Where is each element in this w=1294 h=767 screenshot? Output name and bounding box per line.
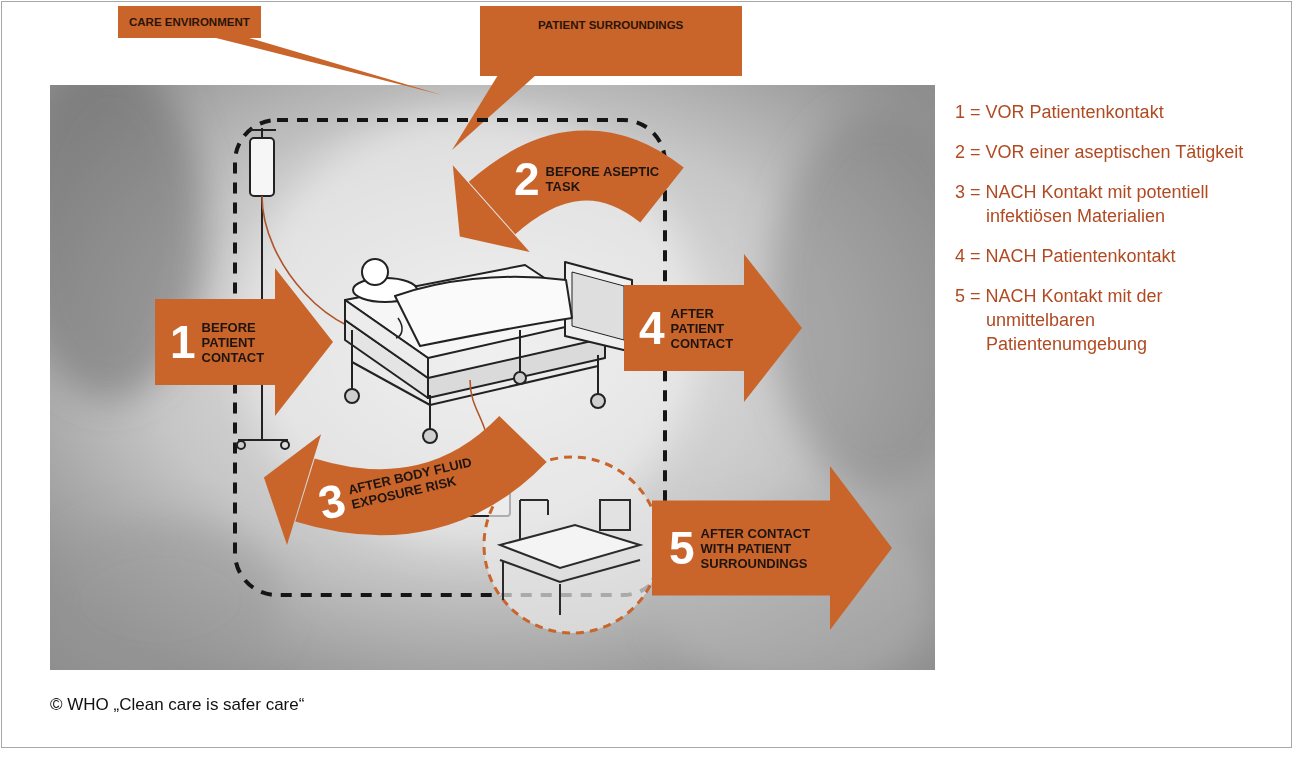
arrow-label: BEFORE ASEPTIC TASK: [546, 164, 666, 194]
bed-wheel: [423, 429, 437, 443]
arrow-label: AFTER PATIENT CONTACT: [671, 306, 734, 351]
patient-head: [362, 259, 388, 285]
blanket: [395, 277, 572, 346]
callout-box: CARE ENVIRONMENT: [118, 6, 261, 38]
arrow-text-group: 2BEFORE ASEPTIC TASK: [514, 156, 662, 202]
callout-label: CARE ENVIRONMENT: [129, 15, 250, 29]
footboard-panel: [572, 272, 624, 340]
patient-arm: [396, 318, 402, 338]
callout-label: PATIENT SURROUNDINGS: [538, 18, 683, 32]
callout-pointer: [212, 37, 442, 95]
arrow-number: 5: [669, 525, 695, 571]
pole-hook: [249, 129, 276, 131]
key-text: 2 = VOR einer aseptischen Tätigkeit: [955, 140, 1246, 164]
bed-leg: [429, 395, 431, 430]
bed-drawing: [345, 259, 632, 443]
bed-wheel: [345, 389, 359, 403]
pole-base: [238, 439, 288, 441]
small-bed-table: [600, 500, 630, 530]
arrow-shape: [624, 254, 802, 402]
key-text: 5 = NACH Kontakt mit der unmittelbaren P…: [955, 284, 1236, 356]
outer-frame: [2, 2, 1292, 748]
bed-wheel: [591, 394, 605, 408]
small-bed-pole: [520, 499, 548, 501]
arrow-number: 4: [639, 305, 665, 351]
arrow-text-group: 5AFTER CONTACT WITH PATIENT SURROUNDINGS: [669, 525, 817, 571]
bed-wheel: [514, 372, 526, 384]
moment-arrow: 3AFTER BODY FLUID EXPOSURE RISK: [235, 415, 530, 560]
arrow-shape: [652, 466, 892, 630]
callout-box: PATIENT SURROUNDINGS: [480, 6, 742, 76]
arrow-text-group: 1BEFORE PATIENT CONTACT: [170, 319, 264, 365]
arrow-head: [264, 434, 321, 545]
small-bed: [500, 500, 640, 615]
pole-wheel: [281, 441, 289, 449]
moment-arrow: 2BEFORE ASEPTIC TASK: [430, 120, 662, 255]
bed-leg: [519, 330, 521, 372]
callout-pointer: [452, 75, 536, 150]
bed-frame: [352, 362, 598, 405]
key-text: 1 = VOR Patientenkontakt: [955, 100, 1286, 124]
key-text: 4 = NACH Patientenkontakt: [955, 244, 1186, 268]
arrow-text-group: 4AFTER PATIENT CONTACT: [639, 305, 733, 351]
small-bed-leg: [559, 584, 561, 615]
moment-arrow: 1BEFORE PATIENT CONTACT: [155, 268, 333, 416]
blur-shape: [50, 520, 280, 670]
moment-arrow: 5AFTER CONTACT WITH PATIENT SURROUNDINGS: [652, 466, 892, 630]
arrow-label: AFTER CONTACT WITH PATIENT SURROUNDINGS: [701, 526, 817, 571]
bed-leg: [597, 355, 599, 395]
blur-shape: [50, 85, 205, 400]
iv-bag: [250, 138, 274, 196]
copyright-caption: © WHO „Clean care is safer care“: [50, 694, 304, 716]
arrow-label: BEFORE PATIENT CONTACT: [202, 320, 265, 365]
bed-leg: [351, 330, 353, 390]
arrow-number: 2: [514, 156, 540, 202]
blur-shape: [770, 110, 935, 490]
moment-arrow: 4AFTER PATIENT CONTACT: [624, 254, 802, 402]
bed-footboard: [565, 262, 632, 352]
pole-wheel: [237, 441, 245, 449]
small-bed-pole: [519, 500, 521, 540]
arrow-shape: [155, 268, 333, 416]
key-text: 3 = NACH Kontakt mit potentiell infektiö…: [955, 180, 1226, 228]
small-bed-handle: [547, 500, 549, 515]
arrow-number: 1: [170, 319, 196, 365]
small-bed-leg: [502, 562, 504, 600]
photo-blur: [50, 85, 935, 670]
